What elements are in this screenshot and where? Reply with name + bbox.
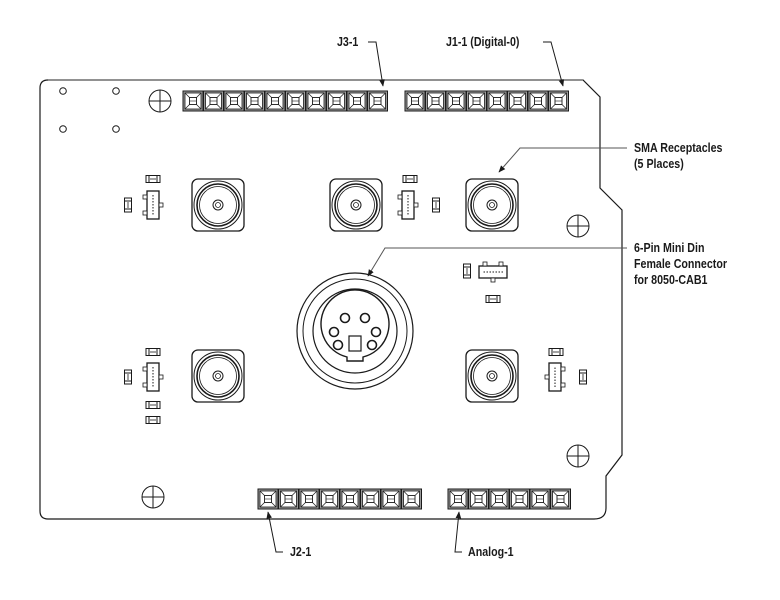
header-pin bbox=[486, 90, 508, 112]
chip-resistor bbox=[579, 369, 587, 385]
header-j1 bbox=[404, 90, 569, 112]
leader-j3 bbox=[368, 41, 385, 87]
header-analog bbox=[447, 488, 571, 510]
header-pin bbox=[278, 488, 299, 510]
header-pin bbox=[468, 488, 489, 510]
header-pin bbox=[550, 488, 571, 510]
header-j3 bbox=[182, 90, 388, 112]
header-pin bbox=[445, 90, 467, 112]
leader-j1 bbox=[543, 41, 565, 87]
leader-sma bbox=[498, 147, 627, 173]
mini-din-connector bbox=[296, 272, 414, 390]
din-pin bbox=[370, 326, 382, 338]
label-j3: J3-1 bbox=[337, 34, 359, 49]
header-pin bbox=[319, 488, 340, 510]
sma-receptacle bbox=[465, 178, 519, 232]
label-j1: J1-1 (Digital-0) bbox=[446, 34, 520, 49]
chip-resistor bbox=[432, 197, 440, 213]
small-hole bbox=[112, 125, 120, 133]
header-pin bbox=[203, 90, 224, 112]
header-pin bbox=[529, 488, 551, 510]
small-holes bbox=[59, 87, 120, 133]
header-pin bbox=[326, 90, 347, 112]
label-sma-line1: SMA Receptacles bbox=[634, 140, 723, 155]
sma-receptacle bbox=[191, 349, 245, 403]
header-pin bbox=[182, 90, 204, 112]
header-pin bbox=[466, 90, 487, 112]
header-pin bbox=[425, 90, 446, 112]
din-pin bbox=[328, 326, 340, 338]
header-pin bbox=[367, 90, 388, 112]
chip-resistor bbox=[485, 295, 501, 303]
header-pin bbox=[488, 488, 510, 510]
header-pin bbox=[257, 488, 279, 510]
leader-din bbox=[367, 247, 627, 277]
header-pin bbox=[360, 488, 381, 510]
chip-resistor bbox=[402, 175, 418, 183]
label-din-line1: 6-Pin Mini Din bbox=[634, 240, 705, 255]
chip-resistor bbox=[124, 197, 132, 213]
header-pin bbox=[339, 488, 361, 510]
label-sma-line2: (5 Places) bbox=[634, 156, 684, 171]
mounting-hole-icon bbox=[566, 444, 590, 468]
small-hole bbox=[59, 87, 67, 95]
leader-analog bbox=[454, 511, 462, 553]
din-pin bbox=[359, 312, 371, 324]
mounting-hole-icon bbox=[141, 485, 165, 509]
label-j2: J2-1 bbox=[290, 544, 312, 559]
header-j2 bbox=[257, 488, 422, 510]
header-pin bbox=[404, 90, 426, 112]
header-pin bbox=[264, 90, 286, 112]
label-din-line3: for 8050-CAB1 bbox=[634, 272, 708, 287]
chip-resistor bbox=[463, 263, 471, 279]
sma-receptacle bbox=[191, 178, 245, 232]
chip-resistor bbox=[548, 348, 564, 356]
header-pin bbox=[305, 90, 327, 112]
header-pin bbox=[401, 488, 422, 510]
label-din-line2: Female Connector bbox=[634, 256, 728, 271]
mounting-hole-icon bbox=[148, 89, 172, 113]
chip-resistor bbox=[145, 416, 161, 424]
small-hole bbox=[112, 87, 120, 95]
din-pin bbox=[339, 312, 351, 324]
header-pin bbox=[527, 90, 549, 112]
header-pin bbox=[346, 90, 368, 112]
din-pin bbox=[366, 339, 378, 351]
chip-resistor bbox=[124, 369, 132, 385]
leader-j2 bbox=[266, 511, 283, 553]
header-pin bbox=[244, 90, 265, 112]
chip-resistor bbox=[145, 401, 161, 409]
leader-lines bbox=[266, 41, 627, 553]
header-pin bbox=[509, 488, 530, 510]
header-pin bbox=[298, 488, 320, 510]
header-pin bbox=[447, 488, 469, 510]
sma-receptacle bbox=[465, 349, 519, 403]
header-pin bbox=[507, 90, 528, 112]
header-pin bbox=[223, 90, 245, 112]
din-key bbox=[348, 335, 362, 352]
din-pin bbox=[332, 339, 344, 351]
mounting-hole-icon bbox=[566, 214, 590, 238]
small-hole bbox=[59, 125, 67, 133]
sma-receptacle bbox=[329, 178, 383, 232]
label-analog: Analog-1 bbox=[468, 544, 514, 559]
header-pin bbox=[548, 90, 569, 112]
header-pin bbox=[380, 488, 402, 510]
chip-resistor bbox=[145, 175, 161, 183]
chip-resistor bbox=[145, 348, 161, 356]
header-pin bbox=[285, 90, 306, 112]
